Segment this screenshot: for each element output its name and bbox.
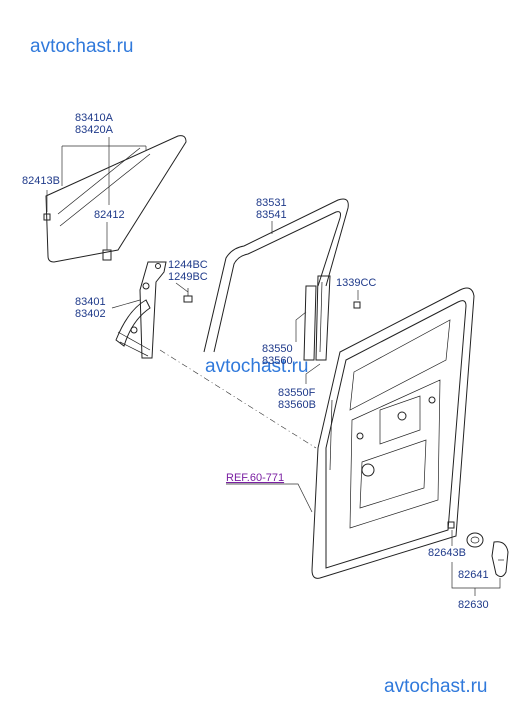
label-83402: 83402 xyxy=(75,308,106,320)
label-82641: 82641 xyxy=(458,569,489,581)
label-82630: 82630 xyxy=(458,599,489,611)
watermark-middle: avtochast.ru xyxy=(205,356,309,377)
watermark-bottom: avtochast.ru xyxy=(384,676,488,697)
glass-clip-82413b[interactable] xyxy=(43,213,51,221)
label-82412: 82412 xyxy=(94,209,125,221)
label-83531: 83531 xyxy=(256,197,287,209)
door-glass[interactable] xyxy=(45,135,187,263)
label-82643b: 82643B xyxy=(428,547,466,559)
label-83550: 83550 xyxy=(262,343,293,355)
ref-label[interactable]: REF.60-771 xyxy=(226,472,284,484)
label-82413b: 82413B xyxy=(22,175,60,187)
label-1339cc: 1339CC xyxy=(336,277,376,289)
glass-run-channel[interactable] xyxy=(203,198,349,353)
door-panel[interactable] xyxy=(311,287,475,579)
handle-clip-82643b[interactable] xyxy=(447,521,455,529)
alignment-line xyxy=(159,349,317,449)
label-1244bc: 1244BC xyxy=(168,259,208,271)
handle-assy-82630[interactable] xyxy=(491,541,509,578)
label-83550f: 83550F xyxy=(278,387,316,399)
window-regulator[interactable] xyxy=(115,261,167,359)
rear-channel-upper[interactable] xyxy=(303,285,317,361)
label-83420a: 83420A xyxy=(75,124,114,136)
label-83560: 83560 xyxy=(262,355,293,367)
rear-channel-lower[interactable] xyxy=(315,275,331,361)
label-83560b: 83560B xyxy=(278,399,316,411)
label-83410a: 83410A xyxy=(75,112,114,124)
nut-1339cc[interactable] xyxy=(353,301,361,309)
handle-82641[interactable] xyxy=(466,532,484,548)
label-83541: 83541 xyxy=(256,209,287,221)
watermark-top: avtochast.ru xyxy=(30,36,134,57)
label-1249bc: 1249BC xyxy=(168,271,208,283)
label-83401: 83401 xyxy=(75,296,106,308)
